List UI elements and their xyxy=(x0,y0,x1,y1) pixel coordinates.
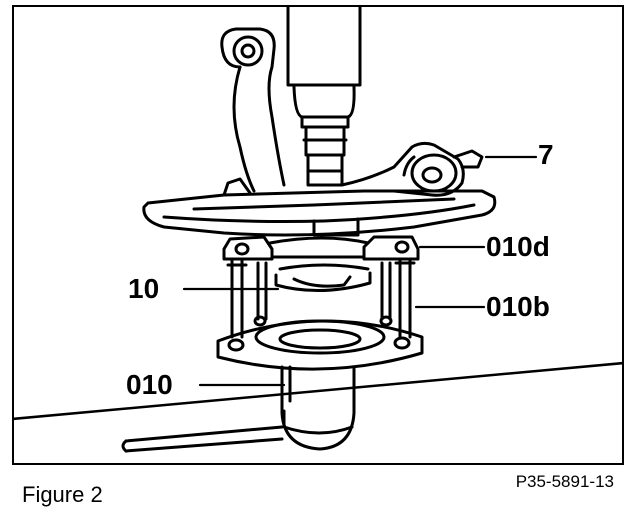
figure-caption: Figure 2 xyxy=(22,482,103,507)
spring-plate xyxy=(142,177,497,237)
callout-010b: 010b xyxy=(486,291,550,322)
tool-handle xyxy=(121,425,284,453)
callout-010: 010 xyxy=(126,369,173,400)
callout-7: 7 xyxy=(538,139,554,170)
tool-upper-ring xyxy=(222,235,420,261)
bushing-bracket xyxy=(340,141,484,197)
tool-base-post xyxy=(280,365,356,451)
callout-010d: 010d xyxy=(486,231,550,262)
strut-assembly-drawing xyxy=(14,7,622,453)
shock-absorber-body xyxy=(286,7,362,187)
callout-10: 10 xyxy=(128,273,160,304)
inner-plate xyxy=(274,263,372,292)
floor-line xyxy=(14,361,622,421)
tool-base-ring xyxy=(216,315,424,371)
tool-rods xyxy=(226,257,416,339)
upper-control-arm xyxy=(220,27,286,193)
reference-code: P35-5891-13 xyxy=(515,472,614,491)
callout-leaders xyxy=(182,155,538,387)
diagram-frame: 7 010d 10 010b 010 xyxy=(12,5,624,465)
